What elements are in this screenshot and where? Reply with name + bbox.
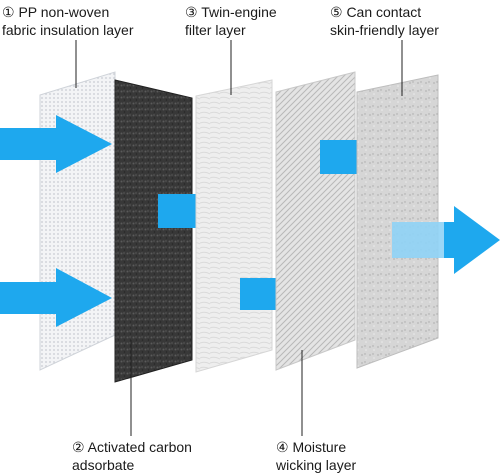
label-moisture-line2: wicking layer <box>276 457 357 473</box>
pp-nonwoven-layer <box>39 71 116 371</box>
label-carbon-line2: adsorbate <box>72 457 135 473</box>
label-filter-line2: filter layer <box>185 22 246 38</box>
label-moisture-line1: ④ Moisture <box>276 439 347 455</box>
label-pp-line2: fabric insulation layer <box>2 22 134 38</box>
label-pp-nonwoven: ① PP non-woven fabric insulation layer <box>2 3 134 39</box>
twin-engine-filter-layer <box>195 79 273 373</box>
label-skin-line2: skin-friendly layer <box>330 22 439 38</box>
label-skin-line1: ⑤ Can contact <box>330 4 422 20</box>
label-twin-engine-filter: ③ Twin-engine filter layer <box>185 3 277 39</box>
airflow-arrow-upper-left <box>0 115 112 173</box>
moisture-wicking-layer <box>275 71 356 371</box>
label-moisture-wicking: ④ Moisture wicking layer <box>276 438 356 474</box>
label-carbon-line1: ② Activated carbon <box>72 439 192 455</box>
activated-carbon-layer <box>114 79 193 383</box>
label-filter-line1: ③ Twin-engine <box>185 4 277 20</box>
label-skin-friendly: ⑤ Can contact skin-friendly layer <box>330 3 439 39</box>
skin-friendly-layer <box>356 74 439 369</box>
label-activated-carbon: ② Activated carbon adsorbate <box>72 438 192 474</box>
airflow-arrow-exit <box>392 206 500 274</box>
airflow-arrow-lower-left <box>0 268 112 327</box>
label-pp-line1: ① PP non-woven <box>2 4 110 20</box>
